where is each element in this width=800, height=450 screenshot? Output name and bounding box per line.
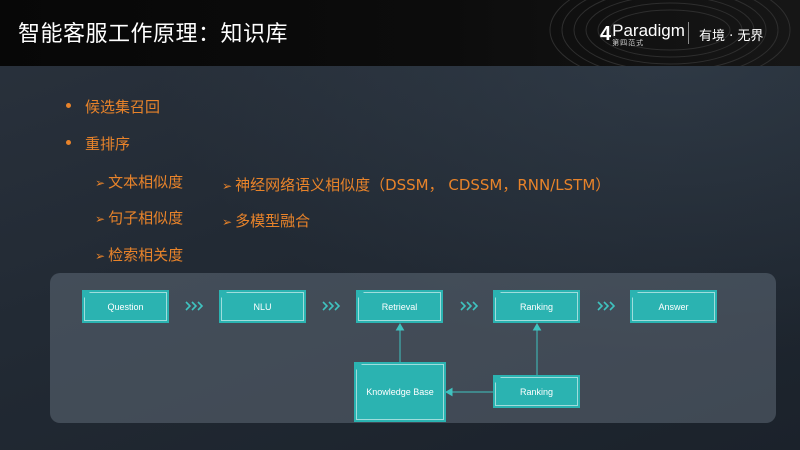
bullet-dot <box>66 140 71 145</box>
node-answer: Answer <box>630 290 717 323</box>
sub-item-neural-semantic: ➢神经网络语义相似度（DSSM， CDSSM，RNN/LSTM） <box>222 174 610 195</box>
sub-item-text: 多模型融合 <box>235 212 311 230</box>
sub-item-text: 检索相关度 <box>108 246 184 264</box>
bullet-text: 候选集召回 <box>85 98 161 116</box>
node-knowledge-base: Knowledge Base <box>354 362 446 422</box>
arrow-bullet-icon: ➢ <box>95 176 106 190</box>
arrow-bullet-icon: ➢ <box>222 179 233 193</box>
node-ranking-top: Ranking <box>493 290 580 323</box>
arrow-bullet-icon: ➢ <box>95 212 106 226</box>
sub-item-retrieval-relevance: ➢检索相关度 <box>95 244 183 265</box>
bullet-text: 重排序 <box>85 135 131 153</box>
sub-item-sentence-similarity: ➢句子相似度 <box>95 207 183 228</box>
logo-mark: 4 <box>600 22 612 45</box>
tagline: 有境 · 无界 <box>699 29 764 44</box>
header-bar: 智能客服工作原理：知识库 4 Paradigm 第四范式 有境 · 无界 <box>0 0 800 66</box>
logo-separator <box>688 22 689 44</box>
node-ranking-bottom: Ranking <box>493 375 580 408</box>
node-nlu: NLU <box>219 290 306 323</box>
logo-subtext: 第四范式 <box>612 38 645 47</box>
arrow-bullet-icon: ➢ <box>95 249 106 263</box>
sub-item-text: 神经网络语义相似度（DSSM， CDSSM，RNN/LSTM） <box>235 176 611 194</box>
arrow-bullet-icon: ➢ <box>222 215 233 229</box>
node-question: Question <box>82 290 169 323</box>
sub-item-text: 句子相似度 <box>108 209 184 227</box>
bullet-reranking: 重排序 <box>66 133 130 154</box>
sub-item-model-fusion: ➢多模型融合 <box>222 210 310 231</box>
page-title: 智能客服工作原理：知识库 <box>18 22 289 47</box>
sub-item-text: 文本相似度 <box>108 173 184 191</box>
bullet-candidate-recall: 候选集召回 <box>66 96 160 117</box>
sub-item-text-similarity: ➢文本相似度 <box>95 171 183 192</box>
logo-word: Paradigm <box>612 20 685 40</box>
paradigm-logo: 4 Paradigm 第四范式 <box>600 20 685 48</box>
header-swirl-decoration <box>549 0 791 66</box>
bullet-dot <box>66 103 71 108</box>
node-retrieval: Retrieval <box>356 290 443 323</box>
